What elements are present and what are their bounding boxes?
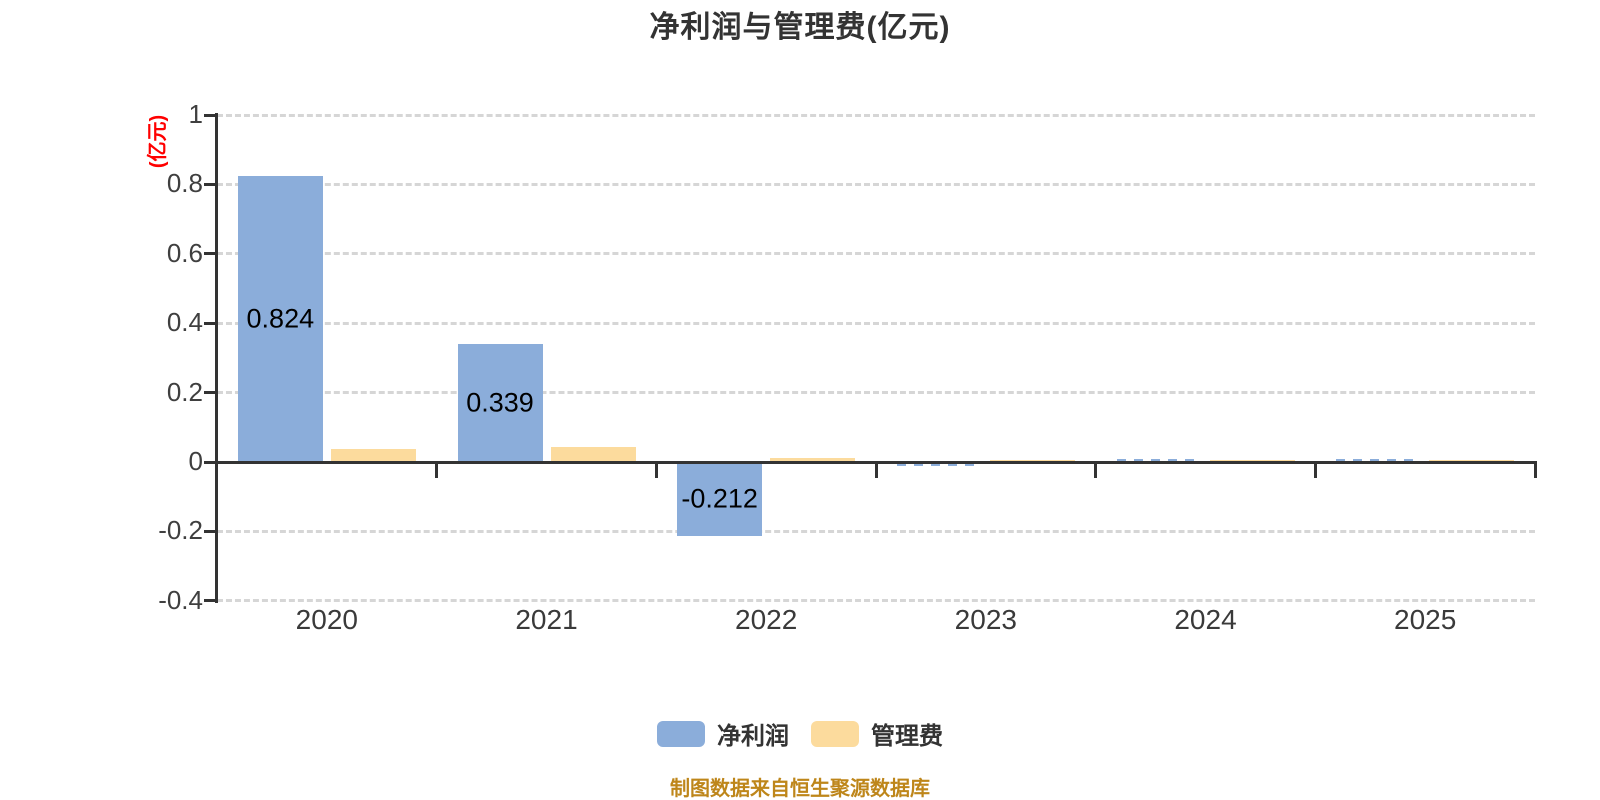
x-axis-label-2021: 2021 [515, 604, 578, 635]
y-axis-tick [204, 182, 217, 186]
y-axis-tick-label: -0.2 [158, 515, 203, 546]
bar-净利润-2021[interactable] [457, 344, 543, 462]
management-fee-swatch-icon [811, 720, 859, 747]
x-axis-label-2024: 2024 [1174, 604, 1237, 635]
legend-label-management-fee: 管理费 [871, 723, 943, 750]
gridline-y-1 [217, 113, 1535, 117]
bar-value-label: -0.212 [681, 483, 758, 514]
x-axis-label-2022: 2022 [735, 604, 798, 635]
legend-item-net-profit[interactable]: 净利润 [657, 716, 789, 751]
y-axis-tick-label: 0.4 [166, 307, 203, 338]
bar-管理费-2021[interactable] [550, 447, 636, 462]
gridline-y-0.2 [217, 391, 1535, 395]
y-axis-tick-label: 0.8 [166, 168, 203, 199]
y-axis-tick [204, 252, 217, 256]
y-axis-tick-label: 1 [188, 99, 203, 129]
y-axis-tick-label: 0.2 [166, 376, 203, 407]
bar-value-label: 0.339 [466, 387, 534, 418]
y-axis-tick [204, 321, 217, 325]
net-profit-swatch-icon [657, 720, 705, 747]
y-axis-tick-label: 0.6 [166, 237, 203, 268]
y-axis-tick [204, 391, 217, 395]
y-axis-tick [204, 599, 217, 603]
gridline-y--0.4 [217, 599, 1535, 603]
x-axis-tick [1533, 462, 1537, 478]
x-axis-label-2023: 2023 [954, 604, 1017, 635]
footer-source-note: 制图数据来自恒生聚源数据库 [670, 778, 930, 800]
y-axis-tick [204, 113, 217, 117]
bar-净利润-2023[interactable] [896, 462, 982, 467]
x-axis-tick [654, 462, 658, 478]
gridline-y--0.2 [217, 529, 1535, 533]
y-axis-tick [204, 460, 217, 464]
y-axis-tick-label: 0 [188, 446, 203, 476]
legend-item-management-fee[interactable]: 管理费 [811, 716, 943, 751]
y-axis-tick [204, 529, 217, 533]
bar-管理费-2020[interactable] [330, 449, 416, 462]
x-axis-tick [1094, 462, 1098, 478]
gridline-y-0.6 [217, 252, 1535, 256]
x-axis-tick [435, 462, 439, 478]
x-axis-label-2020: 2020 [295, 604, 358, 635]
bar-管理费-2022[interactable] [770, 457, 856, 462]
x-axis-tick [874, 462, 878, 478]
x-axis-label-2025: 2025 [1394, 604, 1457, 635]
legend: 净利润 管理费 [0, 716, 1600, 751]
chart-title: 净利润与管理费(亿元) [649, 11, 951, 44]
gridline-y-0.4 [217, 321, 1535, 325]
gridline-y-0.8 [217, 182, 1535, 186]
bar-净利润-2020[interactable] [237, 176, 323, 462]
y-axis-line [215, 113, 218, 603]
x-axis-tick [1313, 462, 1317, 478]
y-axis-tick-label: -0.4 [158, 584, 203, 615]
bar-value-label: 0.824 [246, 303, 315, 334]
legend-label-net-profit: 净利润 [717, 723, 789, 750]
bar-净利润-2022[interactable] [677, 462, 763, 536]
